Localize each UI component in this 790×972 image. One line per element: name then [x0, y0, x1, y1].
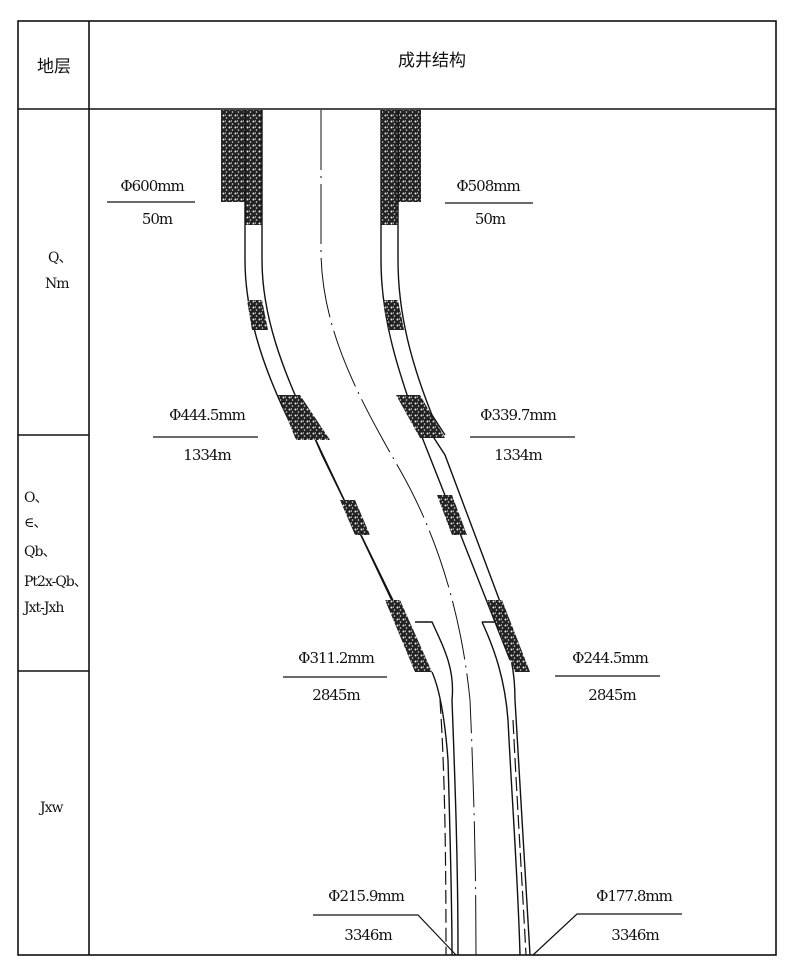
- cement-block: [385, 600, 432, 672]
- diameter-label: Φ311.2mm: [298, 649, 374, 667]
- annotation-311: Φ311.2mm 2845m: [283, 649, 387, 704]
- stratum-line: O、: [24, 490, 47, 506]
- depth-label: 1334m: [494, 446, 542, 464]
- stratum-line: Nm: [45, 276, 69, 292]
- cement-block: [396, 395, 445, 438]
- diameter-label: Φ508mm: [456, 177, 520, 195]
- diameter-label: Φ444.5mm: [169, 406, 245, 424]
- structure-header: 成井结构: [398, 51, 466, 71]
- cement-block: [221, 110, 245, 202]
- depth-label: 2845m: [312, 686, 360, 704]
- depth-label: 1334m: [183, 446, 231, 464]
- stratum-1: Q、 Nm: [45, 250, 72, 292]
- annotation-600: Φ600mm 50m: [107, 177, 195, 228]
- table-grid: [17, 20, 777, 956]
- diameter-label: Φ600mm: [120, 177, 184, 195]
- depth-label: 3346m: [344, 926, 392, 944]
- diameter-label: Φ244.5mm: [572, 649, 648, 667]
- annotation-244: Φ244.5mm 2845m: [555, 649, 660, 704]
- diameter-label: Φ177.8mm: [596, 887, 672, 905]
- cement-block: [437, 495, 467, 535]
- cement-block: [278, 395, 330, 440]
- stratum-line: Jxt-Jxh: [22, 600, 64, 616]
- annotation-215: Φ215.9mm 3346m: [313, 887, 457, 956]
- cement-block: [381, 110, 398, 225]
- diameter-label: Φ339.7mm: [480, 406, 556, 424]
- stratum-line: Q、: [48, 250, 71, 266]
- depth-label: 50m: [142, 210, 173, 228]
- stratum-line: Qb、: [24, 544, 55, 560]
- stratum-2: O、 ∈、 Qb、 Pt2x-Qb、 Jxt-Jxh: [22, 490, 88, 616]
- cement-block: [398, 110, 421, 202]
- cement-block: [383, 300, 404, 330]
- depth-label: 3346m: [611, 926, 659, 944]
- diameter-label: Φ215.9mm: [328, 887, 404, 905]
- strata-header: 地层: [37, 57, 71, 77]
- cement-block: [340, 500, 370, 535]
- cement-block: [247, 300, 268, 330]
- annotation-177: Φ177.8mm 3346m: [532, 887, 682, 956]
- stratum-3: Jxw: [38, 800, 65, 816]
- stratum-line: Pt2x-Qb、: [24, 574, 87, 590]
- cement-block: [245, 110, 262, 225]
- cement-block: [487, 600, 530, 672]
- annotation-339: Φ339.7mm 1334m: [470, 406, 575, 464]
- stratum-line: Jxw: [38, 800, 64, 816]
- depth-label: 2845m: [588, 686, 636, 704]
- wellbore: [221, 110, 531, 956]
- annotation-508: Φ508mm 50m: [445, 177, 533, 228]
- annotation-444: Φ444.5mm 1334m: [153, 406, 258, 464]
- depth-label: 50m: [475, 210, 506, 228]
- stratum-line: ∈、: [24, 515, 46, 531]
